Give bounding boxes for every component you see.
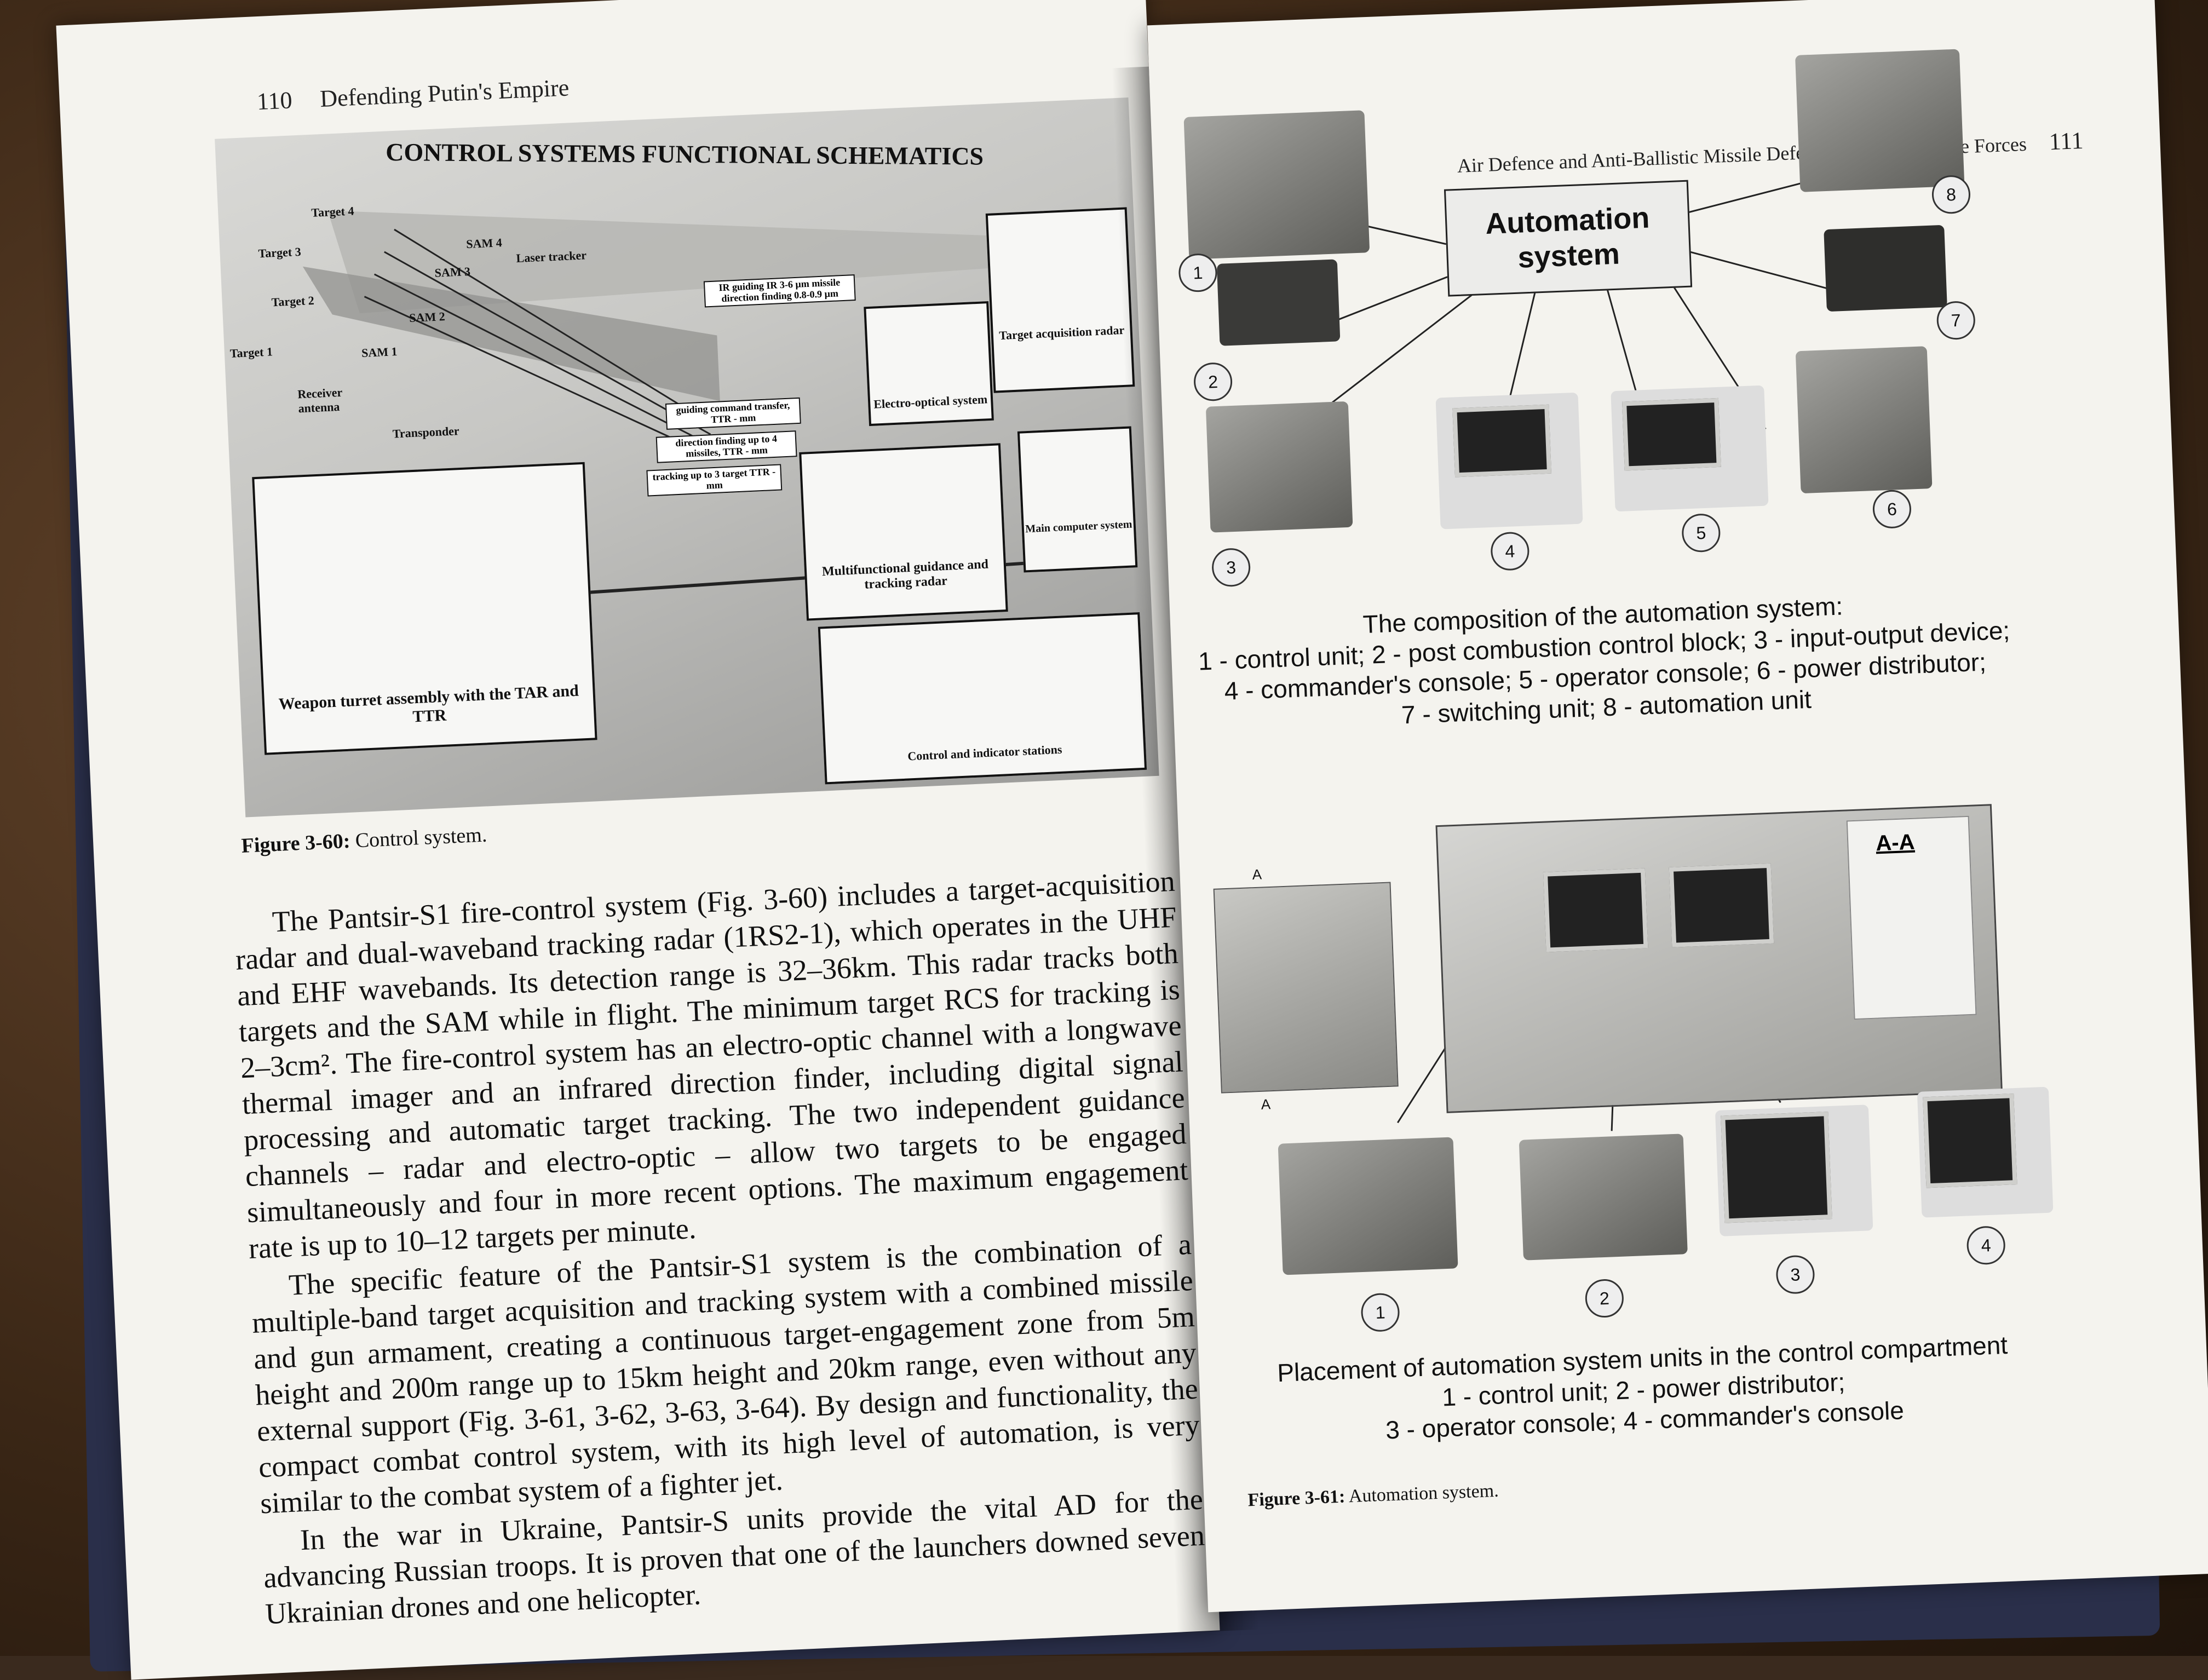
main-computer-label: Main computer system — [1025, 518, 1132, 535]
sam-2-label: SAM 2 — [409, 309, 446, 325]
sam-4-label: SAM 4 — [465, 235, 503, 251]
main-computer-box: Main computer system — [1017, 426, 1138, 573]
target-4-label: Target 4 — [311, 204, 354, 220]
post-combustion-block-image — [1216, 259, 1341, 346]
placement-power-distributor-image — [1519, 1134, 1688, 1261]
target-acquisition-radar-box: Target acquisition radar — [985, 207, 1135, 393]
section-marker-top: A — [1252, 866, 1262, 883]
paragraph-1: The Pantsir-S1 fire-control system (Fig.… — [234, 864, 1189, 1265]
control-unit-image — [1183, 110, 1370, 260]
multifunctional-radar-box: Multifunctional guidance and tracking ra… — [799, 443, 1008, 621]
input-output-device-image — [1205, 401, 1353, 533]
left-running-title: Defending Putin's Empire — [319, 74, 570, 112]
receiver-antenna-label: Receiver antenna — [297, 385, 343, 416]
left-page-number: 110 — [256, 87, 293, 116]
section-a-a-panel: A-A — [1846, 815, 1977, 1020]
operator-console-image — [1611, 385, 1769, 512]
control-stations-label: Control and indicator stations — [907, 742, 1062, 763]
power-distributor-image — [1795, 346, 1933, 494]
switching-unit-image — [1824, 225, 1947, 312]
target-2-label: Target 2 — [271, 293, 315, 309]
electro-optical-box: Electro-optical system — [864, 301, 994, 427]
left-page: 110 Defending Putin's Empire CONTROL SYS… — [56, 0, 1220, 1680]
sam-3-label: SAM 3 — [434, 264, 471, 280]
transponder-label: Transponder — [392, 424, 460, 441]
paragraph-2: The specific feature of the Pantsir-S1 s… — [251, 1227, 1200, 1520]
right-page: Air Defence and Anti-Ballistic Missile D… — [1147, 0, 2208, 1613]
target-3-label: Target 3 — [258, 244, 302, 261]
weapon-turret-box: Weapon turret assembly with the TAR and … — [252, 462, 597, 755]
control-stations-box: Control and indicator stations — [818, 612, 1147, 785]
commanders-console-image — [1435, 392, 1583, 530]
figure-3-60-label: Figure 3-60: — [240, 829, 351, 858]
figure-3-60-text: Control system. — [354, 823, 488, 853]
figure-3-60-caption: Figure 3-60: Control system. — [241, 823, 487, 858]
placement-operator-console-image — [1715, 1104, 1873, 1236]
target-1-label: Target 1 — [229, 344, 273, 360]
sam-1-label: SAM 1 — [361, 344, 398, 360]
section-a-a-label: A-A — [1875, 830, 1916, 856]
multifunctional-radar-label: Multifunctional guidance and tracking ra… — [821, 557, 989, 592]
body-text: The Pantsir-S1 fire-control system (Fig.… — [233, 863, 1208, 1635]
side-section-view: A A — [1213, 866, 1399, 1113]
target-acquisition-radar-label: Target acquisition radar — [998, 323, 1125, 343]
placement-control-unit-image — [1278, 1137, 1458, 1275]
section-marker-bottom: A — [1261, 1096, 1271, 1113]
weapon-turret-label: Weapon turret assembly with the TAR and … — [278, 681, 579, 726]
electro-optical-label: Electro-optical system — [873, 392, 988, 411]
automation-unit-image — [1795, 49, 1965, 192]
automation-system-box: Automation system — [1444, 180, 1693, 297]
placement-commanders-console-image — [1917, 1086, 2054, 1218]
control-schematic-figure: CONTROL SYSTEMS FUNCTIONAL SCHEMATICS Ta… — [215, 97, 1159, 818]
left-running-head: 110 Defending Putin's Empire — [256, 73, 570, 116]
figure-3-61-label: Figure 3-61: — [1247, 1486, 1346, 1511]
